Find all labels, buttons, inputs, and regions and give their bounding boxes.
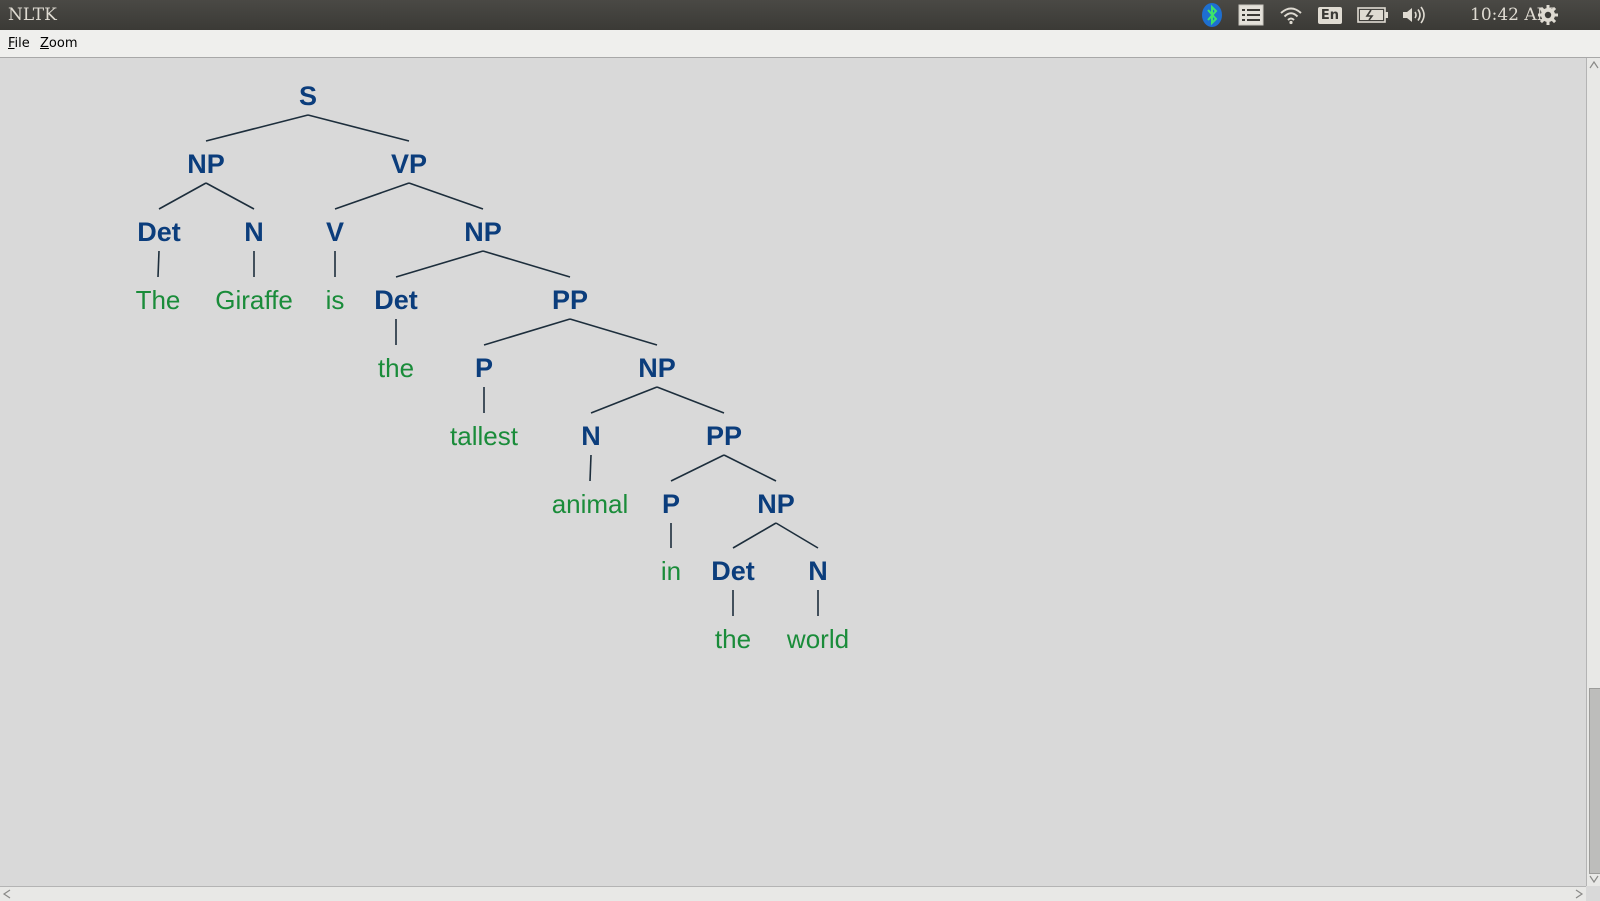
tree-branch	[569, 318, 658, 346]
tree-branch	[656, 386, 725, 414]
tree-leaf-word[interactable]: The	[136, 285, 181, 315]
tasks-icon[interactable]	[1238, 0, 1264, 30]
tree-node-label[interactable]: N	[581, 421, 601, 451]
tree-leaf-word[interactable]: world	[786, 624, 849, 654]
tree-branch	[334, 182, 410, 210]
tree-branch	[482, 250, 571, 278]
tree-node-label[interactable]: P	[662, 489, 680, 519]
tree-branch	[158, 182, 207, 210]
tree-node-label[interactable]: P	[475, 353, 493, 383]
tree-node-label[interactable]: V	[326, 217, 344, 247]
tree-node-label[interactable]: PP	[552, 285, 588, 315]
tree-leaf-word[interactable]: the	[378, 353, 414, 383]
tree-branch	[670, 454, 725, 482]
bluetooth-icon[interactable]	[1200, 0, 1224, 30]
tree-node-label[interactable]: PP	[706, 421, 742, 451]
app-title: NLTK	[8, 5, 57, 25]
clock[interactable]: 10:42 AM	[1470, 5, 1555, 25]
menu-zoom[interactable]: Zoom	[40, 36, 77, 51]
tree-branch	[723, 454, 777, 482]
tree-branch	[408, 182, 484, 210]
tree-node-label[interactable]: Det	[137, 217, 181, 247]
tree-branch	[307, 114, 410, 142]
tree-node-label[interactable]: S	[299, 81, 317, 111]
wifi-icon[interactable]	[1278, 0, 1304, 30]
menu-file[interactable]: File	[8, 36, 30, 51]
tree-leaf-word[interactable]: animal	[552, 489, 629, 519]
tree-branch	[483, 318, 571, 346]
battery-icon[interactable]	[1356, 0, 1390, 30]
tree-node-label[interactable]: N	[808, 556, 828, 586]
scroll-right-arrow-icon[interactable]	[1573, 888, 1585, 900]
system-top-panel: NLTK En	[0, 0, 1600, 30]
tree-node-label[interactable]: NP	[464, 217, 502, 247]
tree-branch	[590, 386, 658, 414]
tree-leaf-word[interactable]: in	[661, 556, 681, 586]
tree-branch	[589, 454, 592, 482]
tree-branch	[157, 250, 160, 278]
volume-icon[interactable]	[1400, 0, 1428, 30]
tree-branch	[775, 522, 819, 549]
tree-node-label[interactable]: N	[244, 217, 264, 247]
tree-branch	[205, 182, 255, 210]
tree-node-label[interactable]: NP	[638, 353, 676, 383]
horizontal-scrollbar[interactable]	[0, 886, 1586, 901]
menu-file-mnemonic: F	[8, 36, 15, 51]
tree-leaf-word[interactable]: is	[326, 285, 345, 315]
tree-node-label[interactable]: Det	[711, 556, 755, 586]
tree-branch	[205, 114, 309, 142]
settings-gear-icon[interactable]	[1536, 0, 1560, 30]
tree-node-label[interactable]: NP	[187, 149, 225, 179]
vertical-scroll-thumb[interactable]	[1589, 688, 1600, 874]
keyboard-layout-indicator[interactable]: En	[1316, 0, 1344, 30]
scroll-up-arrow-icon[interactable]	[1588, 59, 1600, 71]
tree-leaf-word[interactable]: tallest	[450, 421, 519, 451]
menu-bar: File Zoom	[0, 30, 1600, 58]
menu-zoom-rest: oom	[48, 36, 78, 51]
menu-zoom-mnemonic: Z	[40, 36, 49, 51]
vertical-scrollbar[interactable]	[1586, 58, 1600, 886]
scroll-down-arrow-icon[interactable]	[1588, 873, 1600, 885]
menu-file-rest: ile	[14, 36, 30, 51]
tree-node-label[interactable]: Det	[374, 285, 418, 315]
tree-leaf-word[interactable]: Giraffe	[215, 285, 293, 315]
keyboard-layout-label: En	[1317, 6, 1343, 24]
tree-branch	[732, 522, 777, 549]
tree-branch	[395, 250, 484, 278]
tree-node-label[interactable]: VP	[391, 149, 427, 179]
tree-node-label[interactable]: NP	[757, 489, 795, 519]
scroll-left-arrow-icon[interactable]	[1, 888, 13, 900]
tree-leaf-word[interactable]: the	[715, 624, 751, 654]
